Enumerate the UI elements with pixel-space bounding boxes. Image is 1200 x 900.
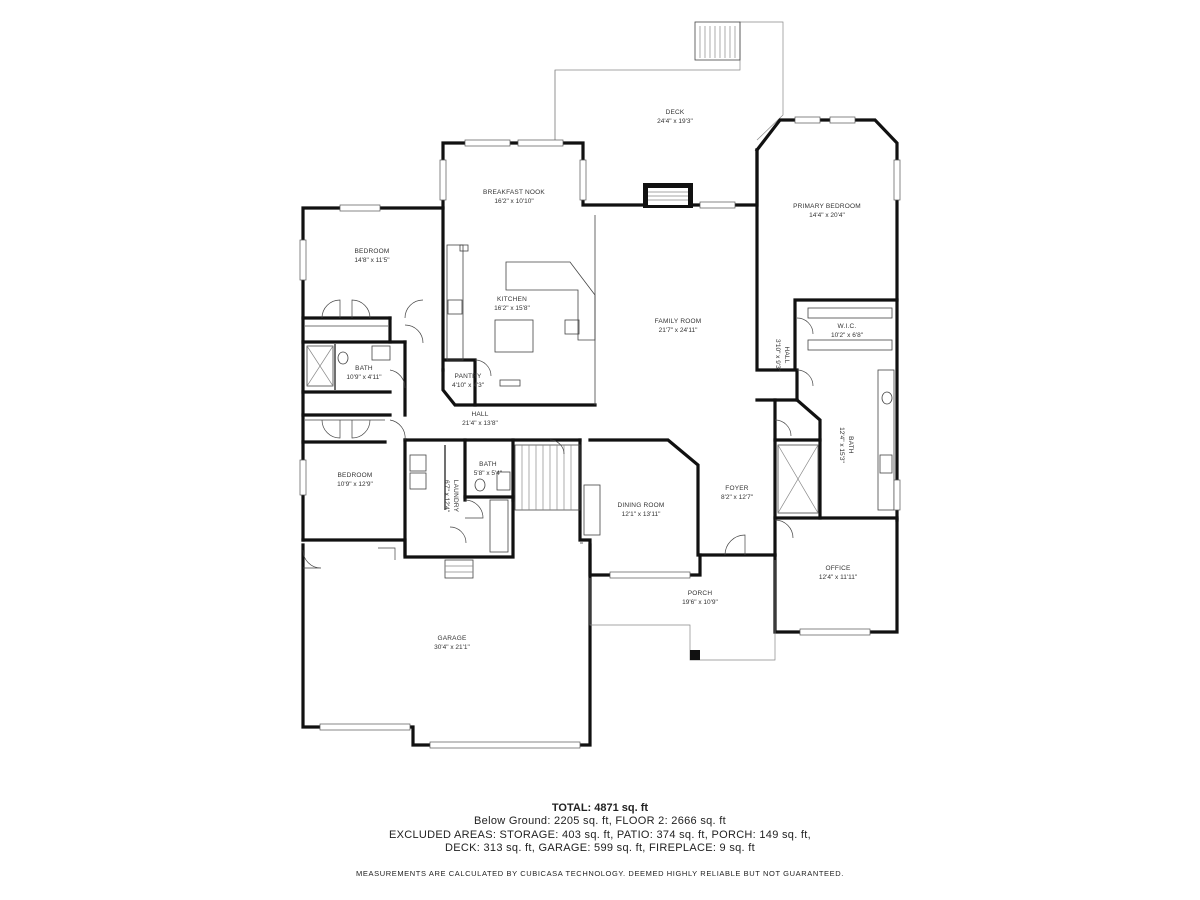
room-dims-breakfast-nook: 16'2" x 10'10": [494, 198, 534, 205]
exterior-walls: [301, 118, 899, 747]
room-dims-hall-right: 3'10" x 9'3": [774, 339, 781, 372]
room-name-hall-main: HALL: [471, 411, 488, 418]
room-dims-porch: 19'6" x 10'9": [682, 599, 718, 606]
measurement-disclaimer: MEASUREMENTS ARE CALCULATED BY CUBICASA …: [356, 869, 844, 878]
room-dims-kitchen: 16'2" x 15'8": [494, 305, 530, 312]
room-name-garage: GARAGE: [437, 635, 466, 642]
room-name-dining-room: DINING ROOM: [618, 502, 665, 509]
excluded-areas-line-1: EXCLUDED AREAS: STORAGE: 403 sq. ft, PAT…: [388, 828, 811, 841]
total-label: TOTAL:: [551, 802, 592, 814]
room-dims-bedroom-2: 10'9" x 12'9": [337, 481, 373, 488]
room-name-office: OFFICE: [825, 565, 850, 572]
total-area: TOTAL: 4871 sq. ft: [0, 802, 1200, 815]
room-dims-pantry: 4'10" x 4'3": [452, 382, 485, 389]
room-name-bath-1: BATH: [355, 365, 373, 372]
room-name-deck: DECK: [666, 109, 685, 116]
room-name-bedroom-1: BEDROOM: [355, 248, 390, 255]
room-name-kitchen: KITCHEN: [497, 296, 527, 303]
room-name-bath-primary: BATH: [847, 436, 854, 454]
doors: [302, 299, 814, 569]
room-name-laundry: LAUNDRY: [452, 480, 459, 513]
total-value: 4871 sq. ft: [594, 802, 649, 814]
room-name-primary-bedroom: PRIMARY BEDROOM: [793, 203, 861, 210]
kitchen-fixtures: [446, 244, 596, 387]
room-dims-family-room: 21'7" x 24'11": [659, 327, 698, 334]
room-name-hall-right: HALL: [783, 346, 790, 363]
room-name-bath-2: BATH: [479, 461, 497, 468]
area-summary: TOTAL: 4871 sq. ft Below Ground: 2205 sq…: [0, 802, 1200, 856]
room-dims-wic: 10'2" x 6'8": [831, 332, 864, 339]
room-dims-garage: 30'4" x 21'1": [434, 644, 470, 651]
floor-areas: Below Ground: 2205 sq. ft, FLOOR 2: 2666…: [474, 815, 726, 827]
room-dims-foyer: 8'2" x 12'7": [721, 494, 754, 501]
room-name-wic: W.I.C.: [838, 323, 857, 330]
room-dims-hall-main: 21'4" x 13'8": [462, 420, 498, 427]
room-name-pantry: PANTRY: [455, 373, 482, 380]
floor-plan: DECK 24'4" x 19'3" BREAKFAST NOOK 16'2" …: [299, 21, 901, 749]
room-name-foyer: FOYER: [725, 485, 748, 492]
excluded-areas-line-2: DECK: 313 sq. ft, GARAGE: 599 sq. ft, FI…: [445, 842, 755, 854]
deck-area: [554, 21, 784, 141]
room-name-porch: PORCH: [688, 590, 713, 597]
room-name-family-room: FAMILY ROOM: [655, 318, 702, 325]
interior-walls: [301, 215, 895, 661]
room-name-bedroom-2: BEDROOM: [338, 472, 373, 479]
room-dims-laundry: 6'7" x 12'4": [443, 480, 450, 513]
room-dims-bath-2: 5'8" x 5'4": [474, 470, 503, 477]
room-dims-dining-room: 12'1" x 13'11": [622, 511, 661, 518]
room-dims-office: 12'4" x 11'11": [819, 574, 858, 581]
room-labels: DECK 24'4" x 19'3" BREAKFAST NOOK 16'2" …: [337, 109, 864, 651]
room-dims-deck: 24'4" x 19'3": [657, 118, 693, 125]
room-dims-bedroom-1: 14'8" x 11'5": [354, 257, 390, 264]
room-dims-bath-primary: 12'4" x 15'3": [838, 427, 845, 463]
windows: [299, 116, 901, 749]
room-name-breakfast-nook: BREAKFAST NOOK: [483, 189, 545, 196]
room-dims-bath-1: 10'9" x 4'11": [346, 374, 382, 381]
room-dims-primary-bedroom: 14'4" x 20'4": [809, 212, 845, 219]
